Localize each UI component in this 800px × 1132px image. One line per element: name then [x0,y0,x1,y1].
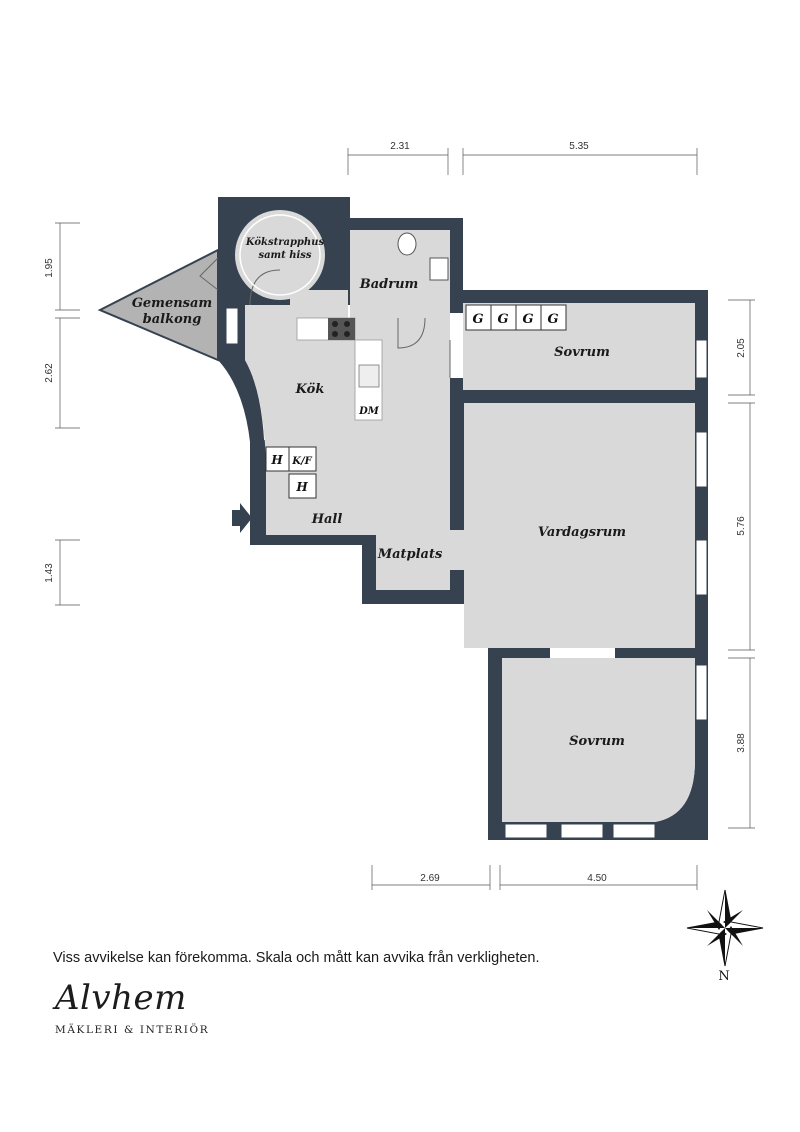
room-label-kok: Kök [295,382,325,397]
dimension-lines [55,148,755,890]
windows [225,307,708,839]
room-label-sovrum-top: Sovrum [554,345,610,360]
dimension-labels: 2.31 5.35 1.95 2.62 1.43 2.05 5.76 3.88 … [44,141,747,884]
room-label-kokstrapphus-1: Kökstrapphus [245,237,325,248]
wardrobes [465,304,567,331]
closets [265,446,317,499]
entrance-arrow-icon [232,503,252,533]
washbasin-icon [429,257,449,281]
dimension-left-2: 2.62 [44,363,55,383]
room-label-balkong: balkong [143,312,202,327]
room-labels: Kökstrapphus samt hiss Badrum Gemensam b… [132,237,626,749]
dimension-right-1: 2.05 [736,338,747,358]
wardrobe-label-3: G [522,312,533,327]
dimension-left-1: 1.95 [44,258,55,278]
wardrobe-label-1: G [472,312,483,327]
dishwasher-label: DM [358,406,380,417]
kitchen-hall-floor [245,290,450,590]
compass-north-label: N [718,969,729,984]
room-label-kokstrapphus-2: samt hiss [258,250,311,261]
dimension-bottom-right: 4.50 [587,873,607,884]
room-label-hall: Hall [311,512,343,527]
wardrobe-label-2: G [497,312,508,327]
room-label-sovrum-bottom: Sovrum [569,734,625,749]
dimension-top-right: 5.35 [569,141,589,152]
room-label-matplats: Matplats [377,547,443,562]
balcony [97,248,219,362]
room-label-vardagsrum: Vardagsrum [538,525,626,540]
fridge-freezer-label: K/F [291,456,312,467]
stair-floor [235,210,325,300]
stove-icon [328,318,355,340]
dimension-right-3: 3.88 [736,733,747,753]
stair-detail [239,214,321,296]
disclaimer-text: Viss avvikelse kan förekomma. Skala och … [53,950,540,966]
wardrobe-label-4: G [547,312,558,327]
room-label-gemensam: Gemensam [132,296,212,311]
door-swings [249,269,451,378]
closet-label-2: H [295,480,308,494]
brand-tagline: MÄKLERI & INTERIÖR [55,1024,210,1036]
fixture-labels: G G G G DM H K/F H [270,312,558,494]
living-room-floor [464,403,695,590]
sink-icon [358,364,380,388]
toilet-icon [397,232,417,256]
room-label-badrum: Badrum [359,277,419,292]
bathroom-fixtures [397,232,449,281]
compass-rose-icon [686,889,764,967]
dimension-top-left: 2.31 [390,141,410,152]
floors [235,210,695,822]
kitchen-counter [296,317,383,421]
dimension-left-3: 1.43 [44,563,55,583]
closet-label-1: H [270,453,283,467]
dimension-right-2: 5.76 [736,516,747,536]
brand-logo: Alvhem [55,978,187,1018]
bedroom-bottom-floor [502,658,695,822]
dimension-bottom-left: 2.69 [420,873,440,884]
living-room-floor-lower [464,590,695,648]
